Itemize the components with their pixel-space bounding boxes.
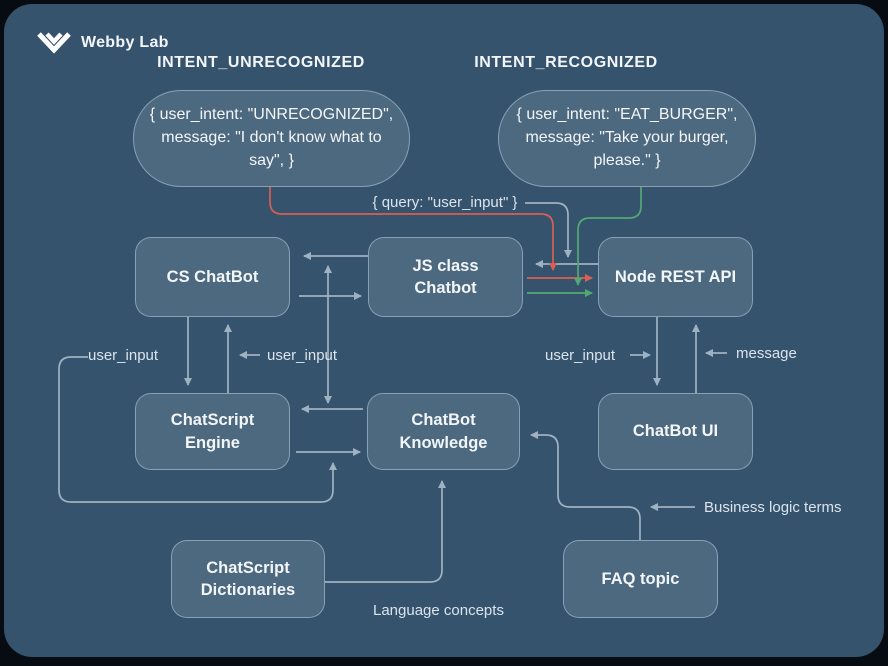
- webbylab-logo-icon: [37, 32, 71, 54]
- node-chatscript-dictionaries: ChatScript Dictionaries: [171, 540, 325, 618]
- edge-label-user-input-left: user_input: [88, 347, 159, 364]
- node-chatbot-ui: ChatBot UI: [598, 393, 753, 470]
- node-chatbot-knowledge: ChatBot Knowledge: [367, 393, 520, 470]
- node-cs-chatbot: CS ChatBot: [135, 237, 290, 317]
- bubble-intent-recognized: { user_intent: "EAT_BURGER", message: "T…: [498, 90, 756, 187]
- slide-panel: Webby Lab INTENT_UNRECOGNIZED INTENT_REC…: [4, 4, 884, 657]
- node-faq-topic: FAQ topic: [563, 540, 718, 618]
- edge-label-language-concepts: Language concepts: [373, 602, 504, 619]
- node-js-class-chatbot: JS class Chatbot: [368, 237, 523, 317]
- webbylab-logo-text: Webby Lab: [81, 34, 169, 51]
- bubble-intent-unrecognized: { user_intent: "UNRECOGNIZED", message: …: [133, 90, 410, 187]
- header-intent-recognized: INTENT_RECOGNIZED: [474, 54, 658, 71]
- edge-label-business-logic-terms: Business logic terms: [704, 499, 842, 516]
- webbylab-logo: Webby Lab: [37, 31, 169, 55]
- edge-label-user-input-right: user_input: [545, 347, 616, 364]
- edge-query-line: [525, 202, 572, 258]
- connector-layer: [58, 187, 727, 583]
- edge-label-query: { query: "user_input" }: [372, 194, 518, 211]
- header-intent-unrecognized: INTENT_UNRECOGNIZED: [157, 54, 365, 71]
- node-chatscript-engine: ChatScript Engine: [135, 393, 290, 470]
- edge-label-user-input-mid: user_input: [267, 347, 338, 364]
- node-node-rest-api: Node REST API: [598, 237, 753, 317]
- edge-label-message: message: [736, 345, 797, 362]
- edge-dictionaries-to-knowledge: [325, 480, 446, 583]
